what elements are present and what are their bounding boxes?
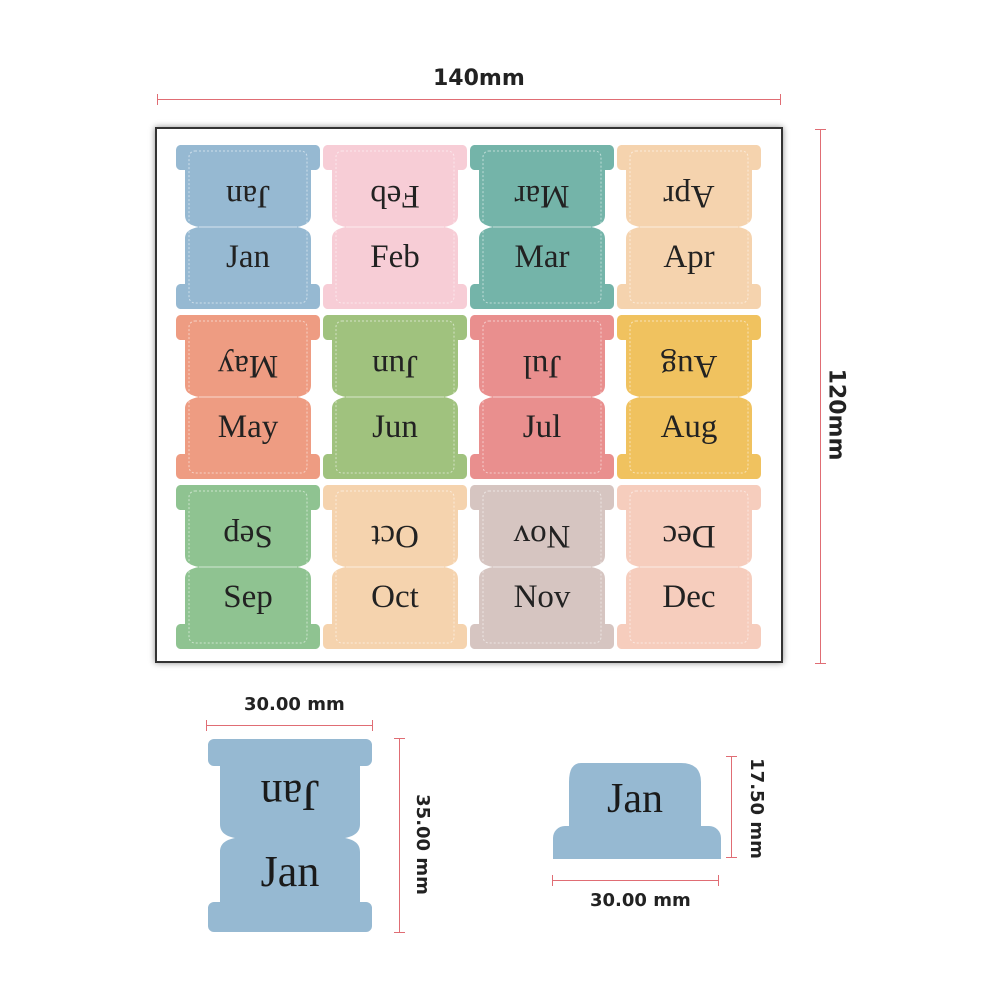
detail-full-width-tick-left bbox=[206, 720, 207, 731]
detail-folded-width-label: 30.00 mm bbox=[590, 890, 691, 911]
month-tab-label-flipped: Feb bbox=[370, 178, 420, 214]
detail-full-width-tick-right bbox=[372, 720, 373, 731]
month-tab-cutline bbox=[482, 320, 602, 474]
detail-full-height-label: 35.00 mm bbox=[411, 794, 433, 895]
detail-folded-width-tick-left bbox=[552, 875, 553, 886]
month-tab-label: Aug bbox=[661, 409, 718, 445]
month-tab-label-flipped: Nov bbox=[513, 518, 570, 554]
month-tab-label: Jan bbox=[226, 239, 270, 275]
month-tab-cutline bbox=[188, 490, 308, 644]
month-tab-label-flipped: Jun bbox=[372, 348, 418, 384]
month-tab-label: Dec bbox=[662, 579, 715, 615]
month-tab-label: Jul bbox=[523, 409, 562, 445]
month-tab-cutline bbox=[188, 320, 308, 474]
sheet-height-tick-bottom bbox=[815, 663, 826, 664]
month-tab-label-flipped: Aug bbox=[661, 348, 718, 384]
detail-folded-width-line bbox=[552, 880, 719, 881]
sheet-height-line bbox=[820, 129, 821, 664]
month-tab-label-flipped: Jul bbox=[523, 348, 562, 384]
detail-full-label: Jan bbox=[261, 847, 320, 896]
month-tab-label: Mar bbox=[515, 239, 570, 275]
month-tab-label-flipped: Jan bbox=[226, 178, 270, 214]
month-tab-label-flipped: Mar bbox=[515, 178, 570, 214]
sheet-height-label: 120mm bbox=[823, 368, 849, 461]
detail-full-height-line bbox=[399, 738, 400, 933]
month-tab-cutline bbox=[629, 150, 749, 304]
detail-folded-height-tick-bottom bbox=[726, 857, 737, 858]
detail-full-width-line bbox=[206, 725, 373, 726]
detail-full-height-tick-bottom bbox=[394, 932, 405, 933]
month-tab-cutline bbox=[335, 490, 455, 644]
month-tab-label: May bbox=[218, 409, 279, 445]
month-tab-label: Jun bbox=[372, 409, 418, 445]
month-tab-label: Oct bbox=[371, 579, 419, 615]
month-tab-cutline bbox=[629, 320, 749, 474]
detail-full-tab: Jan Jan bbox=[208, 739, 372, 932]
month-tab-label-flipped: Dec bbox=[662, 518, 715, 554]
sheet-width-tick-left bbox=[157, 94, 158, 105]
detail-folded-height-line bbox=[731, 756, 732, 858]
month-tab-label-flipped: May bbox=[217, 348, 278, 384]
month-tab-cutline bbox=[482, 490, 602, 644]
month-tab-cutline bbox=[482, 150, 602, 304]
month-tab-label-flipped: Sep bbox=[223, 518, 273, 554]
month-tab-label: Nov bbox=[514, 579, 571, 615]
month-tab-cutline bbox=[335, 320, 455, 474]
detail-folded-tab-shape bbox=[553, 763, 721, 859]
detail-folded-width-tick-right bbox=[718, 875, 719, 886]
month-tab-cutline bbox=[335, 150, 455, 304]
detail-full-width-label: 30.00 mm bbox=[244, 694, 345, 715]
sheet-height-tick-top bbox=[815, 129, 826, 130]
detail-folded-label: Jan bbox=[607, 776, 663, 822]
month-tab-label: Feb bbox=[370, 239, 420, 275]
sheet-tabs-svg: JanJanFebFebMarMarAprAprMayMayJunJunJulJ… bbox=[175, 145, 762, 649]
month-tab-cutline bbox=[188, 150, 308, 304]
month-tab-label-flipped: Apr bbox=[663, 178, 714, 214]
detail-full-tab-shape bbox=[208, 739, 372, 932]
sheet-width-label: 140mm bbox=[433, 66, 525, 91]
detail-full-height-tick-top bbox=[394, 738, 405, 739]
detail-folded-height-tick-top bbox=[726, 756, 737, 757]
detail-full-label-flipped: Jan bbox=[261, 771, 320, 820]
detail-folded-tab: Jan bbox=[553, 763, 721, 859]
month-tab-label: Apr bbox=[663, 239, 714, 275]
detail-folded-height-label: 17.50 mm bbox=[745, 758, 767, 859]
month-tab-cutline bbox=[629, 490, 749, 644]
sheet-width-tick-right bbox=[780, 94, 781, 105]
sheet-width-line bbox=[157, 99, 780, 100]
month-tab-label: Sep bbox=[223, 579, 273, 615]
month-tab-label-flipped: Oct bbox=[371, 518, 419, 554]
